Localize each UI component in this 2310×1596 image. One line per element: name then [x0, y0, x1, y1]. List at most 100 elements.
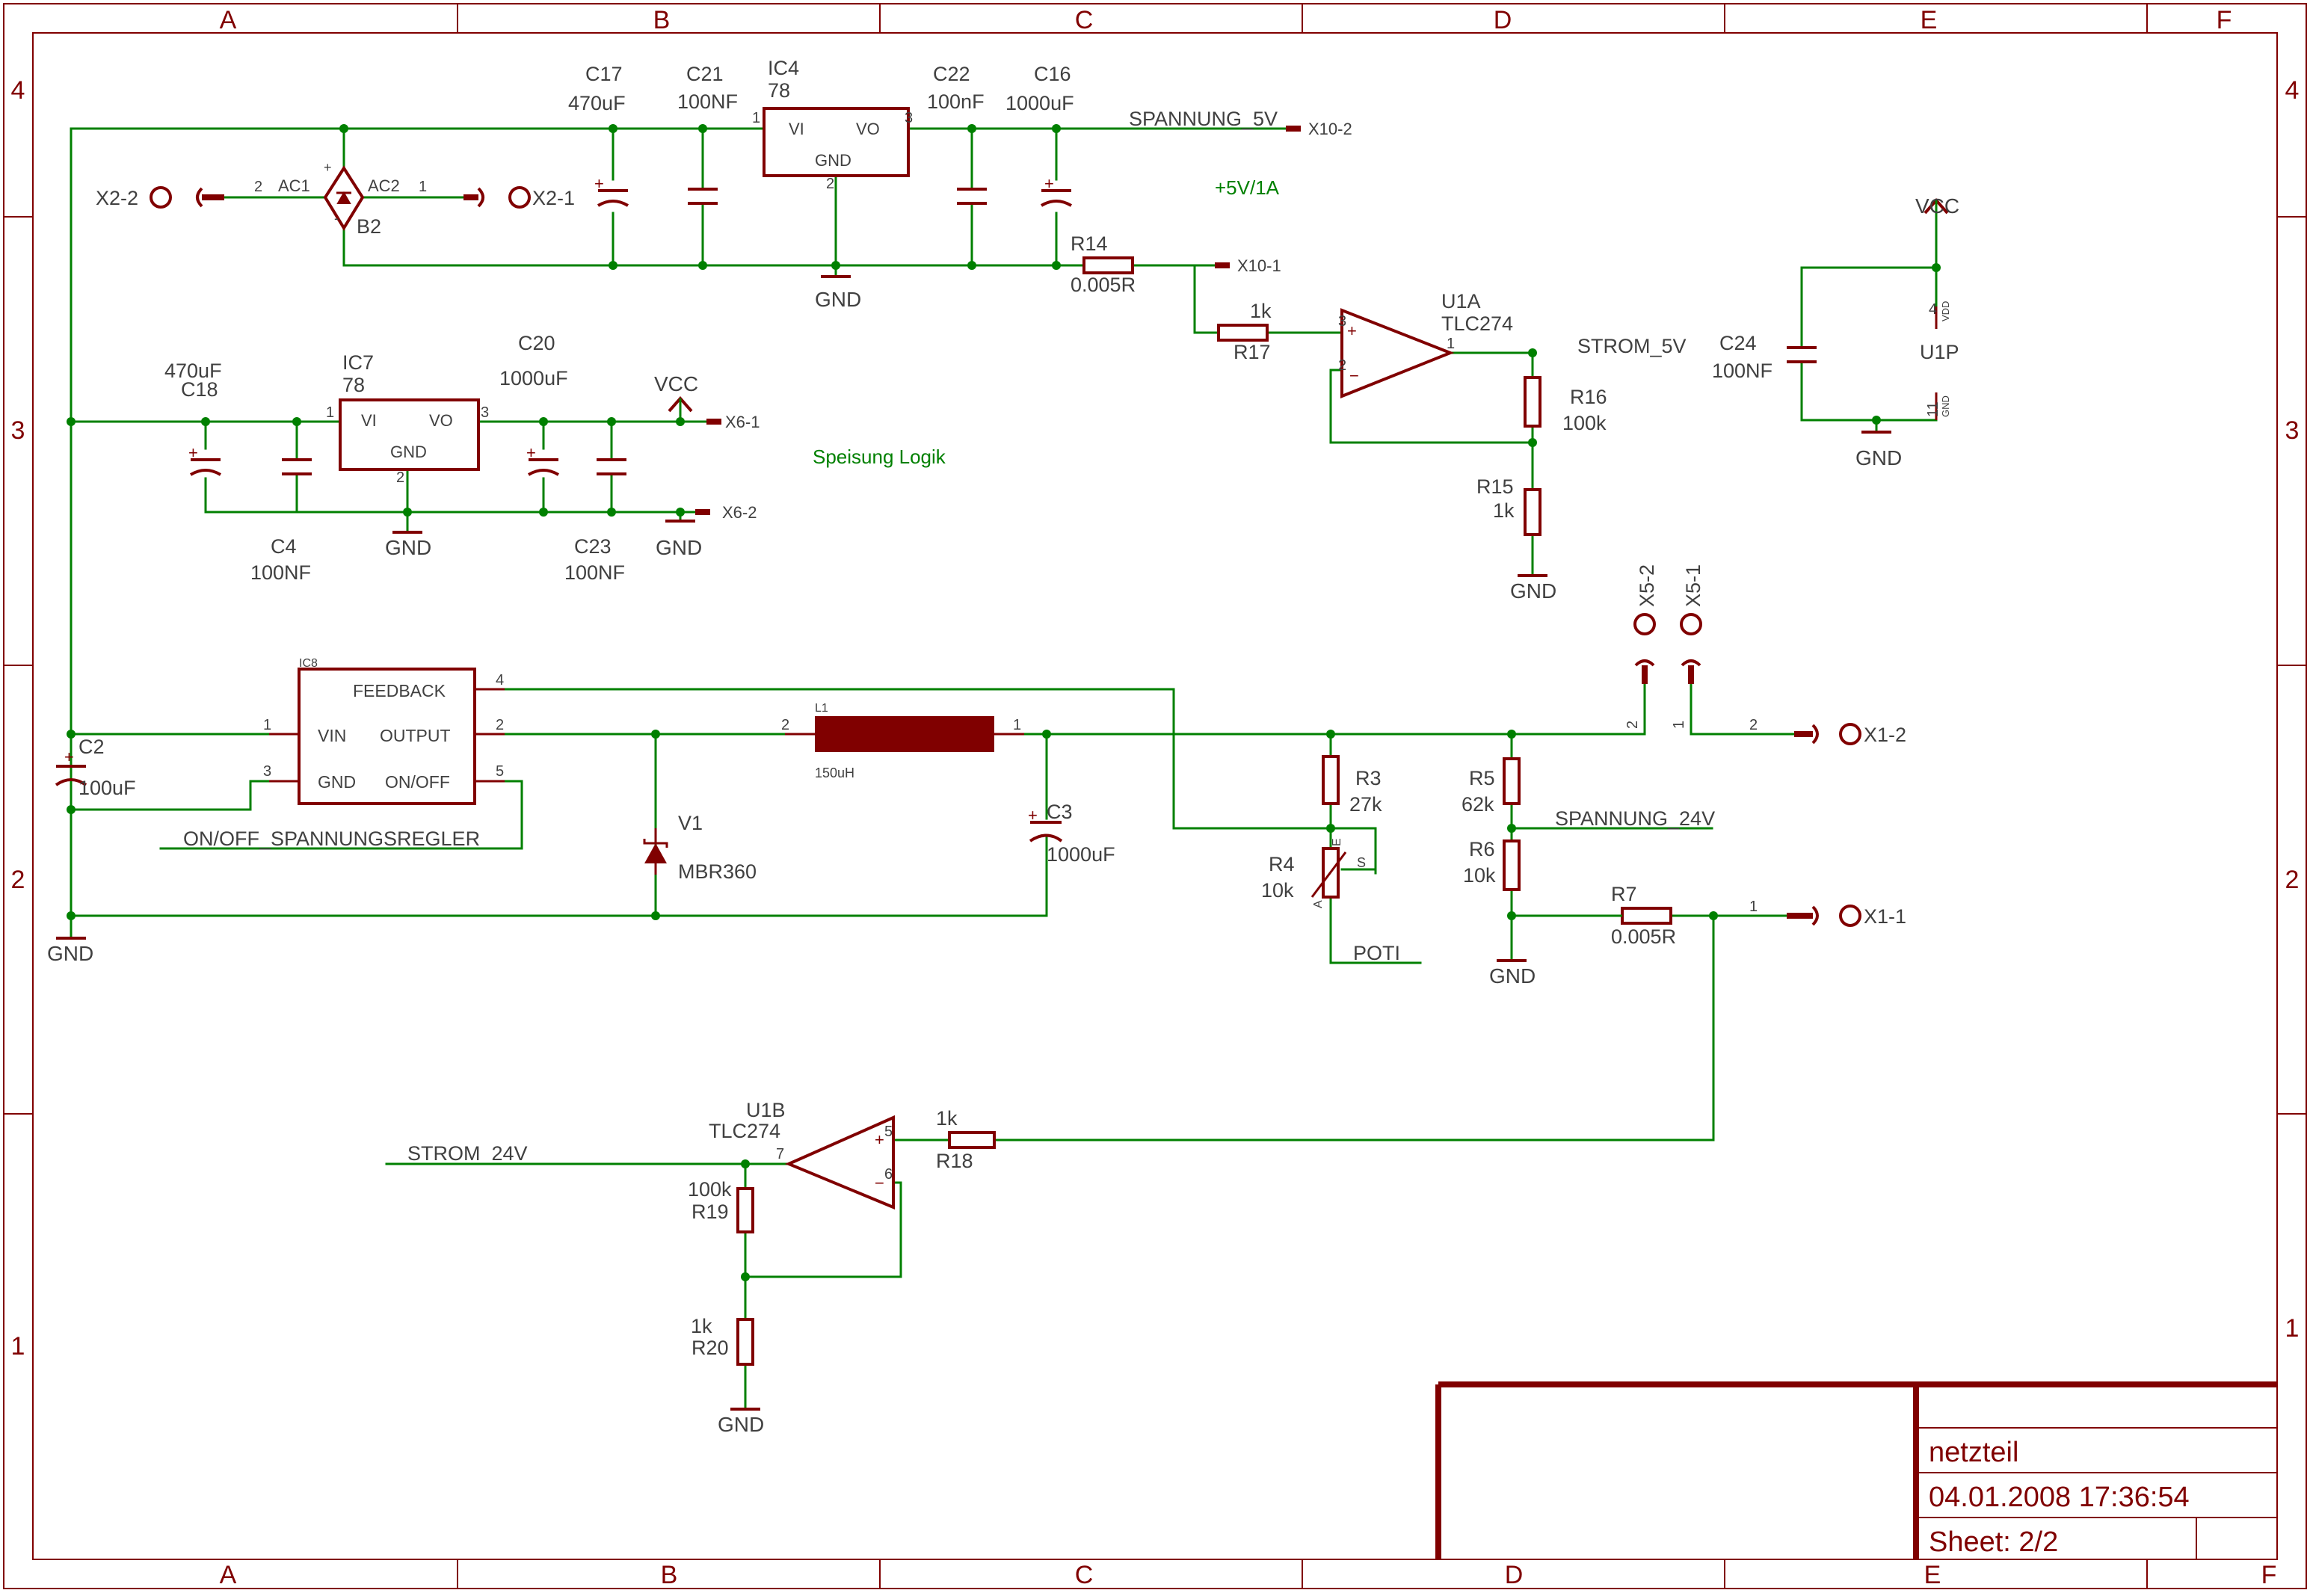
net-label-strom-5v: STROM_5V [1577, 335, 1687, 357]
pin-number: 2 [396, 469, 404, 486]
label-gnd: GND [1489, 964, 1536, 988]
opamp-u1b [784, 1115, 895, 1210]
label-u1p-vdd: VDD [1940, 301, 1951, 321]
col-label-bottom: A [220, 1561, 237, 1589]
label-r17-value: 1k [1250, 300, 1272, 322]
label-c2-value: 100uF [78, 777, 136, 799]
row-label-left: 1 [11, 1332, 25, 1361]
pin-number: 3 [481, 404, 489, 421]
resistor-r6 [1503, 839, 1521, 891]
label-gnd: GND [1510, 579, 1556, 603]
label-u1b-name: U1B [746, 1099, 786, 1121]
col-label-bottom: C [1075, 1561, 1094, 1589]
label-r19-value: 100k [688, 1178, 732, 1201]
label-l1-name: L1 [815, 702, 828, 715]
pin-number: 2 [1338, 357, 1346, 374]
label-c18-value: 470uF [164, 360, 222, 382]
label-c23-value: 100NF [564, 561, 625, 584]
pin-number: 2 [1749, 717, 1758, 733]
row-label-left: 2 [11, 866, 25, 894]
col-label-bottom: D [1505, 1561, 1524, 1589]
label-c20-value: 1000uF [499, 367, 568, 389]
components [55, 107, 1938, 1366]
pin-number: 2 [1624, 721, 1641, 729]
part-labels: C17 470uF C21 100NF IC4 78 VI VO GND C22… [78, 57, 1959, 1359]
resistor-r14 [1082, 256, 1134, 274]
label-c16-name: C16 [1034, 63, 1071, 85]
note-rating: +5V/1A [1215, 176, 1280, 199]
notes: Speisung Logik +5V/1A [813, 176, 1280, 468]
resistor-r15 [1524, 488, 1541, 536]
label-r3-value: 27k [1349, 793, 1382, 816]
supply-labels: GND GND GND GND GND GND GND GND VCC VCC [47, 194, 1959, 1436]
label-gnd: GND [656, 536, 702, 559]
pin-number: 11 [1925, 401, 1941, 417]
bridge-b2 [323, 165, 365, 231]
label-ic8-name: IC8 [299, 657, 318, 670]
resistor-r19 [736, 1187, 754, 1233]
label-gnd: GND [815, 288, 861, 311]
pin-number: 1 [1447, 336, 1455, 352]
connector-x5-2 [1633, 613, 1656, 684]
label-gnd: GND [385, 536, 431, 559]
plus-mark: + [188, 443, 198, 462]
label-r15-name: R15 [1476, 475, 1514, 498]
label-u1a-value: TLC274 [1441, 312, 1513, 335]
label-x10-2: X10-2 [1308, 120, 1352, 138]
capacitor-c20 [527, 458, 560, 476]
pin-number: 2 [781, 717, 789, 733]
label-ic8-gnd: GND [318, 772, 356, 792]
label-c16-value: 1000uF [1005, 92, 1074, 114]
label-u1p-name: U1P [1920, 341, 1959, 363]
label-ic7-gnd: GND [390, 443, 427, 461]
label-c21-value: 100NF [677, 90, 738, 113]
title-name: netzteil [1929, 1437, 2018, 1468]
label-r4-e: E [1331, 838, 1343, 846]
label-r20-name: R20 [692, 1337, 729, 1359]
row-label-right: 2 [2285, 866, 2300, 894]
title-datetime: 04.01.2008 17:36:54 [1929, 1482, 2190, 1513]
polarity-marks: + + + + + + + − + − [64, 174, 1359, 1192]
label-r19-name: R19 [692, 1201, 729, 1223]
label-r5-value: 62k [1462, 793, 1494, 816]
plus-mark: + [64, 748, 74, 766]
wires [70, 127, 1938, 1411]
label-x1-1: X1-1 [1864, 905, 1906, 928]
label-u1a-name: U1A [1441, 290, 1481, 312]
label-ic7-name: IC7 [342, 351, 374, 374]
label-ic4-vo: VO [856, 120, 880, 138]
pin-numbers: 2 1 1 3 2 3 2 1 4 11 1 3 2 4 1 2 3 5 2 1… [254, 110, 1941, 1183]
label-v1-name: V1 [678, 812, 703, 834]
connector-x1-2 [1794, 723, 1861, 745]
label-gnd: GND [47, 942, 93, 965]
label-x2-1: X2-1 [532, 187, 575, 209]
connector-x2-2 [150, 186, 224, 209]
label-c24-name: C24 [1719, 332, 1757, 354]
label-r4-value: 10k [1261, 879, 1294, 902]
label-gnd: GND [1855, 446, 1902, 469]
frame-labels: A B C D E F A B C D E F 4 3 2 1 4 3 2 1 [11, 6, 2300, 1589]
label-ic8-vin: VIN [318, 726, 346, 745]
label-r16-name: R16 [1570, 386, 1607, 408]
label-r4-name: R4 [1269, 853, 1295, 875]
label-x10-1: X10-1 [1237, 256, 1281, 275]
row-label-right: 1 [2285, 1314, 2300, 1343]
net-label-poti: POTI [1353, 942, 1400, 964]
label-c2-name: C2 [78, 736, 105, 758]
label-r18-name: R18 [936, 1150, 973, 1172]
plus-mark: + [1044, 174, 1054, 193]
label-x5-2: X5-2 [1636, 564, 1658, 607]
pin-number: 2 [254, 179, 262, 195]
col-label-bottom: B [661, 1561, 678, 1589]
label-x6-1: X6-1 [725, 413, 760, 431]
label-c22-value: 100nF [927, 90, 985, 113]
pin-number: 1 [419, 179, 427, 195]
label-c20-name: C20 [518, 332, 555, 354]
label-c4-value: 100NF [250, 561, 311, 584]
label-ic8-feedback: FEEDBACK [353, 681, 446, 700]
connector-x5-1 [1680, 613, 1702, 684]
label-r6-name: R6 [1469, 838, 1495, 860]
plus-mark: + [594, 174, 604, 193]
label-r14-name: R14 [1071, 232, 1108, 255]
